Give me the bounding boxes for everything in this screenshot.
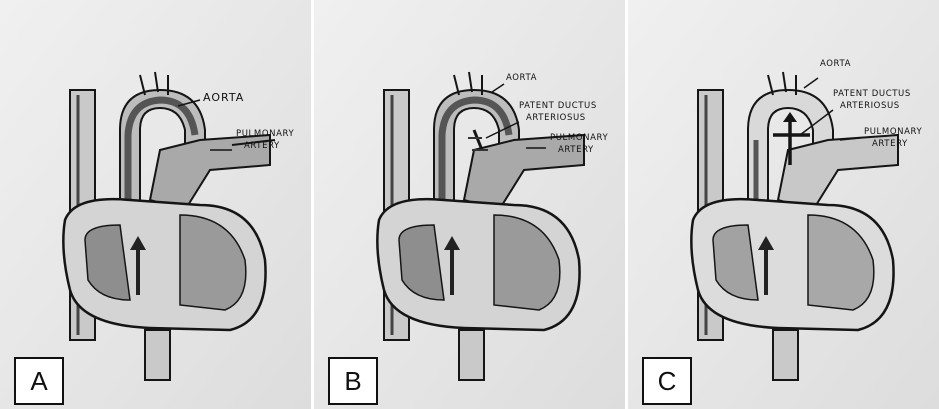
pulmonary-artery-label-line1: PULMONARY — [864, 127, 922, 137]
pda-label-line2: ARTERIOSUS — [840, 101, 900, 111]
aorta-label: AORTA — [203, 91, 244, 104]
panel-letter-a: A — [14, 357, 64, 405]
panel-letter-b: B — [328, 357, 378, 405]
pda-label-line2: ARTERIOSUS — [526, 113, 586, 123]
aorta-label: AORTA — [506, 73, 537, 83]
pulmonary-artery-label-line2: ARTERY — [558, 145, 594, 155]
pda-label-line1: PATENT DUCTUS — [519, 101, 597, 111]
aorta-label: AORTA — [820, 59, 851, 69]
panel-c: AORTA PATENT DUCTUS ARTERIOSUS PULMONARY… — [628, 0, 939, 409]
panel-letter-c: C — [642, 357, 692, 405]
pulmonary-artery-label-line1: PULMONARY — [236, 129, 294, 139]
heart-diagram-b: AORTA PATENT DUCTUS ARTERIOSUS PULMONARY… — [314, 0, 625, 409]
pulmonary-artery-label-line1: PULMONARY — [550, 133, 608, 143]
heart-diagram-c: AORTA PATENT DUCTUS ARTERIOSUS PULMONARY… — [628, 0, 939, 409]
panel-b: AORTA PATENT DUCTUS ARTERIOSUS PULMONARY… — [314, 0, 625, 409]
pda-label-line1: PATENT DUCTUS — [833, 89, 911, 99]
pulmonary-artery-label-line2: ARTERY — [872, 139, 908, 149]
heart-diagram-a: AORTA PULMONARY ARTERY — [0, 0, 311, 409]
pulmonary-artery-label-line2: ARTERY — [244, 141, 280, 151]
panel-a: AORTA PULMONARY ARTERY A — [0, 0, 311, 409]
